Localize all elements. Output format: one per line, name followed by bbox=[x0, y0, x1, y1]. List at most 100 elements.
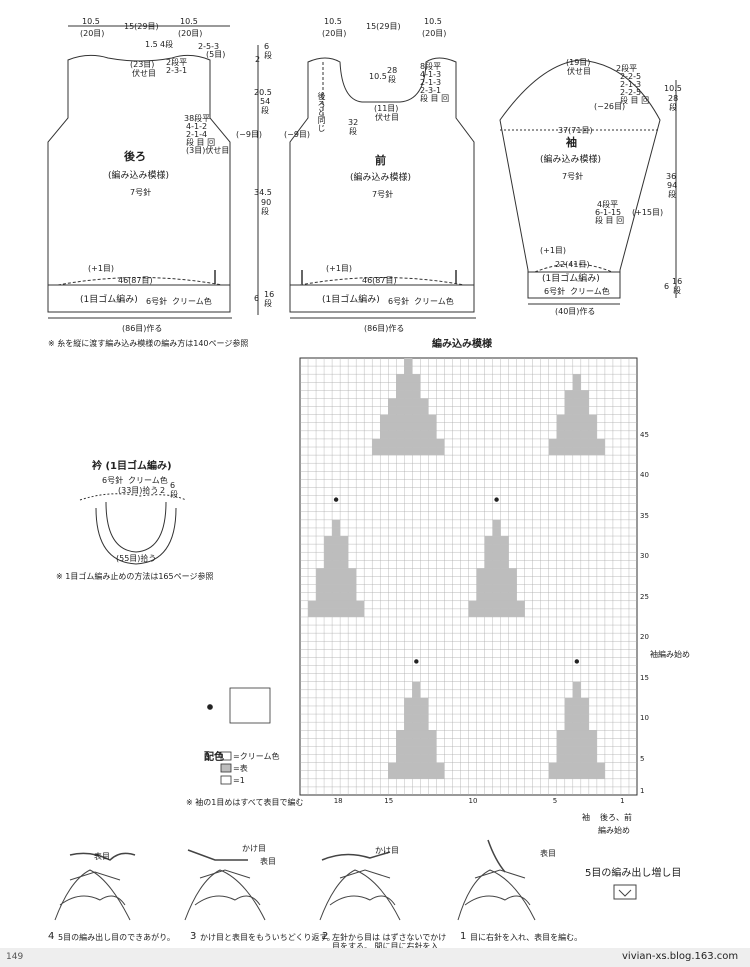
chart-row-label: 25 bbox=[640, 592, 649, 601]
chart-row-label: 20 bbox=[640, 633, 649, 642]
sleeve-rib-rows-2: 段 bbox=[673, 286, 681, 295]
chart-row-label: 15 bbox=[640, 673, 649, 682]
motif-mid-right bbox=[476, 576, 517, 585]
motif-mid-left bbox=[308, 600, 365, 609]
sleeve-cap-shaping-2: 2-2-5 bbox=[620, 72, 642, 81]
sleeve-pattern: (編み込み模様) bbox=[540, 155, 602, 165]
chart-row-label: 30 bbox=[640, 552, 649, 561]
motif-bottom-right bbox=[556, 754, 597, 763]
chart-col-label: 18 bbox=[333, 797, 343, 805]
back-body-h: 34.5 bbox=[254, 188, 272, 197]
sleeve-rib-h: 6 bbox=[664, 282, 670, 291]
chart-col-label: 10 bbox=[468, 797, 478, 805]
front-neck-width: 15(29目) bbox=[366, 22, 401, 31]
front-inc: (+1目) bbox=[326, 264, 353, 273]
sleeve-cuff-inc: (+1目) bbox=[540, 246, 567, 255]
back-neck-shaping2-2: 2-3-1 bbox=[166, 66, 188, 75]
sleeve-title: 袖 bbox=[566, 136, 577, 149]
sleeve-outline bbox=[499, 59, 661, 299]
legend-item-omote: =表 bbox=[233, 764, 248, 773]
knitting-steps bbox=[54, 839, 637, 921]
back-rib-needle: 6号針 bbox=[146, 297, 168, 306]
collar-height: 2 bbox=[160, 486, 166, 495]
motif-bottom-left bbox=[404, 722, 429, 731]
motif-bottom-right bbox=[556, 738, 597, 747]
collar-pickup: (55目)拾う bbox=[116, 554, 157, 563]
motif-bottom-left bbox=[396, 754, 437, 763]
motif-mid-right bbox=[484, 552, 509, 561]
front-neck-depth-rows-2: 段 bbox=[388, 75, 396, 84]
front-top-left-width: 10.5 bbox=[324, 17, 342, 26]
front-top-left-sts: (20目) bbox=[322, 29, 347, 38]
front-top-right-width: 10.5 bbox=[424, 17, 442, 26]
collar-bind: (33目)拾う bbox=[118, 486, 159, 495]
front-armhole-dec: (−9目) bbox=[284, 130, 311, 139]
motif-mid-left bbox=[316, 576, 357, 585]
front-neck-depth: 10.5 bbox=[369, 72, 387, 81]
motif-bottom-left bbox=[412, 689, 421, 698]
chart-col-label: 1 bbox=[620, 797, 625, 805]
motif-top-right bbox=[572, 382, 581, 391]
front-neck-shaping-4: 2-3-1 bbox=[420, 86, 442, 95]
motif-mid-left bbox=[324, 560, 349, 569]
back-neck-shaping2-1: 2段平 bbox=[166, 58, 188, 67]
front-center-bind: (11目) bbox=[374, 104, 399, 113]
sleeve-body-h: 36 bbox=[666, 172, 677, 181]
motif-top-right bbox=[556, 430, 597, 439]
back-armhole-shaping-5: (3目)伏せ目 bbox=[186, 146, 230, 155]
sleeve-inc-shaping-1: 4段平 bbox=[597, 200, 619, 209]
motif-mid-right bbox=[476, 584, 517, 593]
legend-item-cream: =クリーム色 bbox=[233, 752, 280, 761]
step1-num: 1 bbox=[460, 931, 467, 942]
back-cast-on: (86目)作る bbox=[122, 324, 163, 333]
back-shoulder-2: 2 bbox=[255, 55, 261, 64]
legend-item-1: =1 bbox=[233, 776, 245, 785]
motif-bottom-left bbox=[396, 746, 437, 755]
steps-title: 5目の編み出し増し目 bbox=[585, 868, 682, 879]
step1-label-omote: 表目 bbox=[540, 849, 556, 858]
motif-top-right bbox=[564, 398, 589, 407]
motif-bottom-left bbox=[404, 714, 429, 723]
sleeve-inc-shaping-3: 段 目 回 bbox=[595, 216, 625, 225]
chart-start: 編み始め bbox=[598, 826, 630, 835]
motif-top-left bbox=[372, 438, 445, 448]
chart-row-label: 35 bbox=[640, 511, 649, 520]
chart-sleeve-start: 袖編み始め bbox=[650, 650, 690, 659]
chart-col-label: 15 bbox=[384, 797, 394, 805]
motif-mid-left bbox=[308, 608, 365, 617]
motif-bottom-right bbox=[556, 730, 597, 739]
motif-top-left bbox=[380, 414, 437, 423]
back-armhole-shaping-3: 2-1-4 bbox=[186, 130, 208, 139]
motif-mid-right bbox=[476, 592, 517, 601]
sleeve-cap-shaping-5: 段 目 回 bbox=[620, 96, 650, 105]
chart-dot bbox=[494, 497, 499, 502]
back-neck-depth-rows: 4段 bbox=[160, 40, 174, 49]
motif-mid-left bbox=[332, 527, 341, 537]
step4-text: 5目の編み出し目のできあがり。 bbox=[58, 933, 175, 942]
motif-top-left bbox=[404, 366, 413, 375]
back-armhole-dec: (−9目) bbox=[236, 130, 263, 139]
back-pattern: (編み込み模様) bbox=[108, 171, 170, 181]
step3-num: 3 bbox=[190, 931, 197, 942]
chart-row-label: 1 bbox=[640, 786, 645, 795]
chart-dot bbox=[333, 497, 339, 502]
front-neck-shaping-3: 2-1-3 bbox=[420, 78, 442, 87]
sleeve-cap-dec: (−26目) bbox=[594, 102, 626, 111]
back-armhole-rows-1: 54 bbox=[260, 97, 271, 106]
front-side-note: 後ろと同じ bbox=[317, 92, 326, 132]
motif-top-left bbox=[372, 447, 445, 456]
back-hem-width: 46(87目) bbox=[118, 276, 153, 285]
motif-bottom-right bbox=[564, 714, 589, 723]
step2-num: 2 bbox=[322, 931, 329, 942]
motif-mid-left bbox=[316, 592, 357, 601]
motif-mid-right bbox=[484, 536, 509, 545]
motif-top-left bbox=[388, 406, 429, 415]
motif-top-left bbox=[380, 430, 437, 439]
motif-bottom-right bbox=[564, 722, 589, 731]
step3-label-omote: 表目 bbox=[260, 857, 276, 866]
motif-mid-left bbox=[324, 552, 349, 561]
motif-bottom-left bbox=[388, 770, 445, 779]
collar-outline bbox=[105, 501, 167, 553]
back-body-rows-2: 段 bbox=[261, 207, 269, 216]
back-armhole-h: 20.5 bbox=[254, 88, 272, 97]
